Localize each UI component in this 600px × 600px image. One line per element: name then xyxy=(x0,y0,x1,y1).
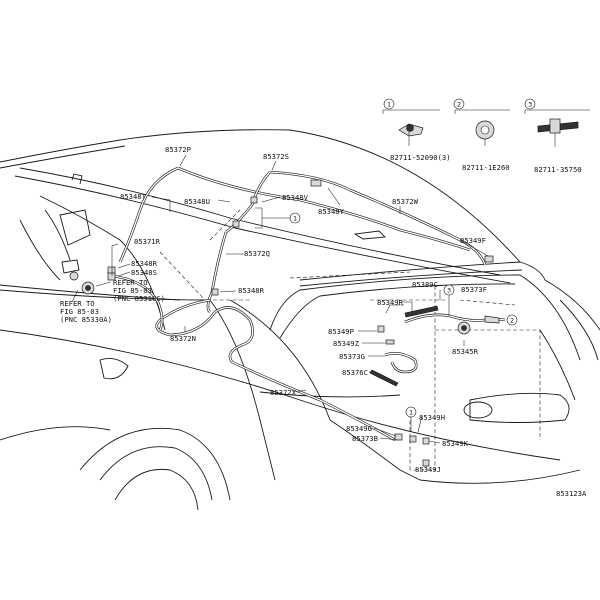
svg-text:82711-1E260: 82711-1E260 xyxy=(462,163,510,172)
label-85373F: 85373F xyxy=(461,285,487,294)
joint-icon xyxy=(484,315,500,324)
clip-icon xyxy=(377,325,385,333)
joint-icon xyxy=(310,179,322,187)
inset-3: 3 82711-35750 xyxy=(524,98,590,174)
label-85372P: 85372P xyxy=(165,145,191,154)
clip-icon xyxy=(232,220,240,228)
inset-2: 2 82711-1E260 xyxy=(453,98,510,172)
label-85372X: 85372X xyxy=(270,388,297,397)
clip-icon xyxy=(211,288,219,296)
svg-text:1: 1 xyxy=(387,101,391,109)
label-85349R: 85349R xyxy=(377,298,404,307)
label-85348R-left: 85348R xyxy=(131,259,158,268)
label-85349J: 85349J xyxy=(415,465,441,474)
label-85349Z: 85349Z xyxy=(333,339,360,348)
callouts: 1 3 2 1 xyxy=(255,207,518,432)
figure-code: 853123A xyxy=(556,489,587,498)
label-85348S: 85348S xyxy=(131,268,157,277)
label-85372W: 85372W xyxy=(392,197,419,206)
callout-1-inset xyxy=(383,98,395,110)
svg-text:3: 3 xyxy=(528,101,532,109)
svg-text:3: 3 xyxy=(447,287,451,295)
leader-lines xyxy=(111,154,489,468)
label-85371R: 85371R xyxy=(134,237,161,246)
label-85349F-top: 85349F xyxy=(460,236,486,245)
part-labels: 85372P 85372S 85348T 85348U 85348V 85348… xyxy=(120,145,487,474)
svg-text:FIG 85-03: FIG 85-03 xyxy=(113,286,152,295)
label-85345R: 85345R xyxy=(452,347,479,356)
svg-text:82711-52090(3): 82711-52090(3) xyxy=(390,153,451,162)
label-85372S: 85372S xyxy=(263,152,289,161)
label-85376C: 85376C xyxy=(342,368,368,377)
label-85389C: 85389C xyxy=(412,280,438,289)
label-85349K: 85349K xyxy=(442,439,469,448)
svg-text:REFER TO: REFER TO xyxy=(113,278,148,287)
label-85348U: 85348U xyxy=(184,197,210,206)
washer-hoses xyxy=(111,166,506,442)
callout-3-inset xyxy=(524,98,536,110)
svg-text:1: 1 xyxy=(409,409,413,417)
label-85349P: 85349P xyxy=(328,327,354,336)
hose-joint-icon xyxy=(537,118,579,147)
svg-text:(PNC 85310C): (PNC 85310C) xyxy=(113,294,165,303)
clip-icon xyxy=(409,435,417,443)
label-85373B: 85373B xyxy=(352,434,378,443)
clips-and-joints xyxy=(69,179,500,467)
svg-text:(PNC 85330A): (PNC 85330A) xyxy=(60,315,112,324)
svg-text:1: 1 xyxy=(293,215,297,223)
label-85348R-mid: 85348R xyxy=(238,286,265,295)
label-85348Y: 85348Y xyxy=(318,207,345,216)
svg-text:FIG 85-03: FIG 85-03 xyxy=(60,307,99,316)
callout-2-inset xyxy=(453,98,465,110)
vehicle-body-outline xyxy=(0,129,600,511)
label-85373G: 85373G xyxy=(339,352,365,361)
washer-nozzle-icon xyxy=(404,305,439,318)
inset-1: 1 82711-52090(3) xyxy=(382,98,451,162)
hose-clamp-icon xyxy=(398,123,424,146)
label-85348V: 85348V xyxy=(282,193,309,202)
joint-icon xyxy=(484,255,494,263)
label-85372N: 85372N xyxy=(170,334,196,343)
label-85349H: 85349H xyxy=(419,413,445,422)
grommet-icon xyxy=(475,120,495,146)
rod-icon xyxy=(369,369,399,387)
label-85348T: 85348T xyxy=(120,192,147,201)
callout-2 xyxy=(506,314,518,326)
label-85349G: 85349G xyxy=(346,424,372,433)
label-85372Q: 85372Q xyxy=(244,249,270,258)
clip-icon xyxy=(107,272,116,281)
svg-text:82711-35750: 82711-35750 xyxy=(534,165,582,174)
svg-text:2: 2 xyxy=(457,101,461,109)
clip-icon xyxy=(394,433,403,441)
reference-notes: REFER TO FIG 85-03 (PNC 85310C) REFER TO… xyxy=(60,278,165,324)
clip-icon xyxy=(385,339,395,345)
svg-text:2: 2 xyxy=(510,317,514,325)
clip-icon xyxy=(422,437,430,445)
clip-icon xyxy=(250,196,258,204)
svg-text:REFER TO: REFER TO xyxy=(60,299,95,308)
